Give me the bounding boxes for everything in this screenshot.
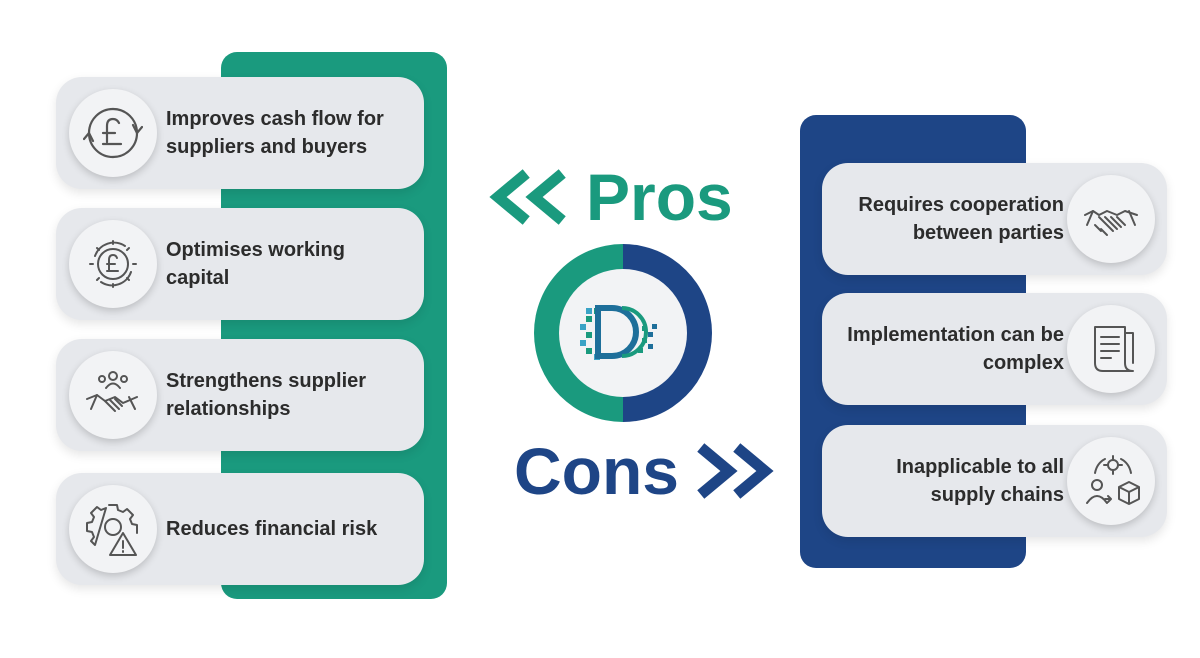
cons-card-cooperation: Requires cooperation between parties bbox=[822, 163, 1167, 275]
pros-title-text: Pros bbox=[586, 160, 733, 234]
cons-card-complex: Implementation can be complex bbox=[822, 293, 1167, 405]
supply-chain-icon bbox=[1067, 437, 1155, 525]
logo-mark-icon bbox=[580, 305, 657, 360]
pros-card-cash-flow: Improves cash flow for suppliers and buy… bbox=[56, 77, 424, 189]
center-logo bbox=[534, 244, 712, 422]
cons-item-label: Implementation can be complex bbox=[847, 324, 1064, 374]
coin-gear-icon bbox=[69, 220, 157, 308]
pound-cycle-icon bbox=[69, 89, 157, 177]
cons-title: Cons bbox=[514, 438, 777, 504]
cons-item-label: Inapplicable to all supply chains bbox=[896, 456, 1064, 506]
document-scroll-icon bbox=[1067, 305, 1155, 393]
gear-warning-icon bbox=[69, 485, 157, 573]
cons-item-label: Requires cooperation between parties bbox=[858, 194, 1064, 244]
pros-card-supplier-relationships: Strengthens supplier relationships bbox=[56, 339, 424, 451]
pros-item-label: Improves cash flow for suppliers and buy… bbox=[166, 108, 384, 158]
pros-card-financial-risk: Reduces financial risk bbox=[56, 473, 424, 585]
chevron-left-double-icon bbox=[489, 169, 566, 225]
pros-title: Pros bbox=[488, 164, 733, 230]
pros-card-working-capital: Optimises working capital bbox=[56, 208, 424, 320]
pros-item-label: Optimises working capital bbox=[166, 239, 345, 289]
chevron-right-double-icon bbox=[697, 443, 774, 499]
people-handshake-icon bbox=[69, 351, 157, 439]
handshake-icon bbox=[1067, 175, 1155, 263]
pros-item-label: Reduces financial risk bbox=[166, 518, 378, 540]
cons-card-supply-chains: Inapplicable to all supply chains bbox=[822, 425, 1167, 537]
cons-title-text: Cons bbox=[514, 434, 679, 508]
pros-item-label: Strengthens supplier relationships bbox=[166, 370, 367, 420]
